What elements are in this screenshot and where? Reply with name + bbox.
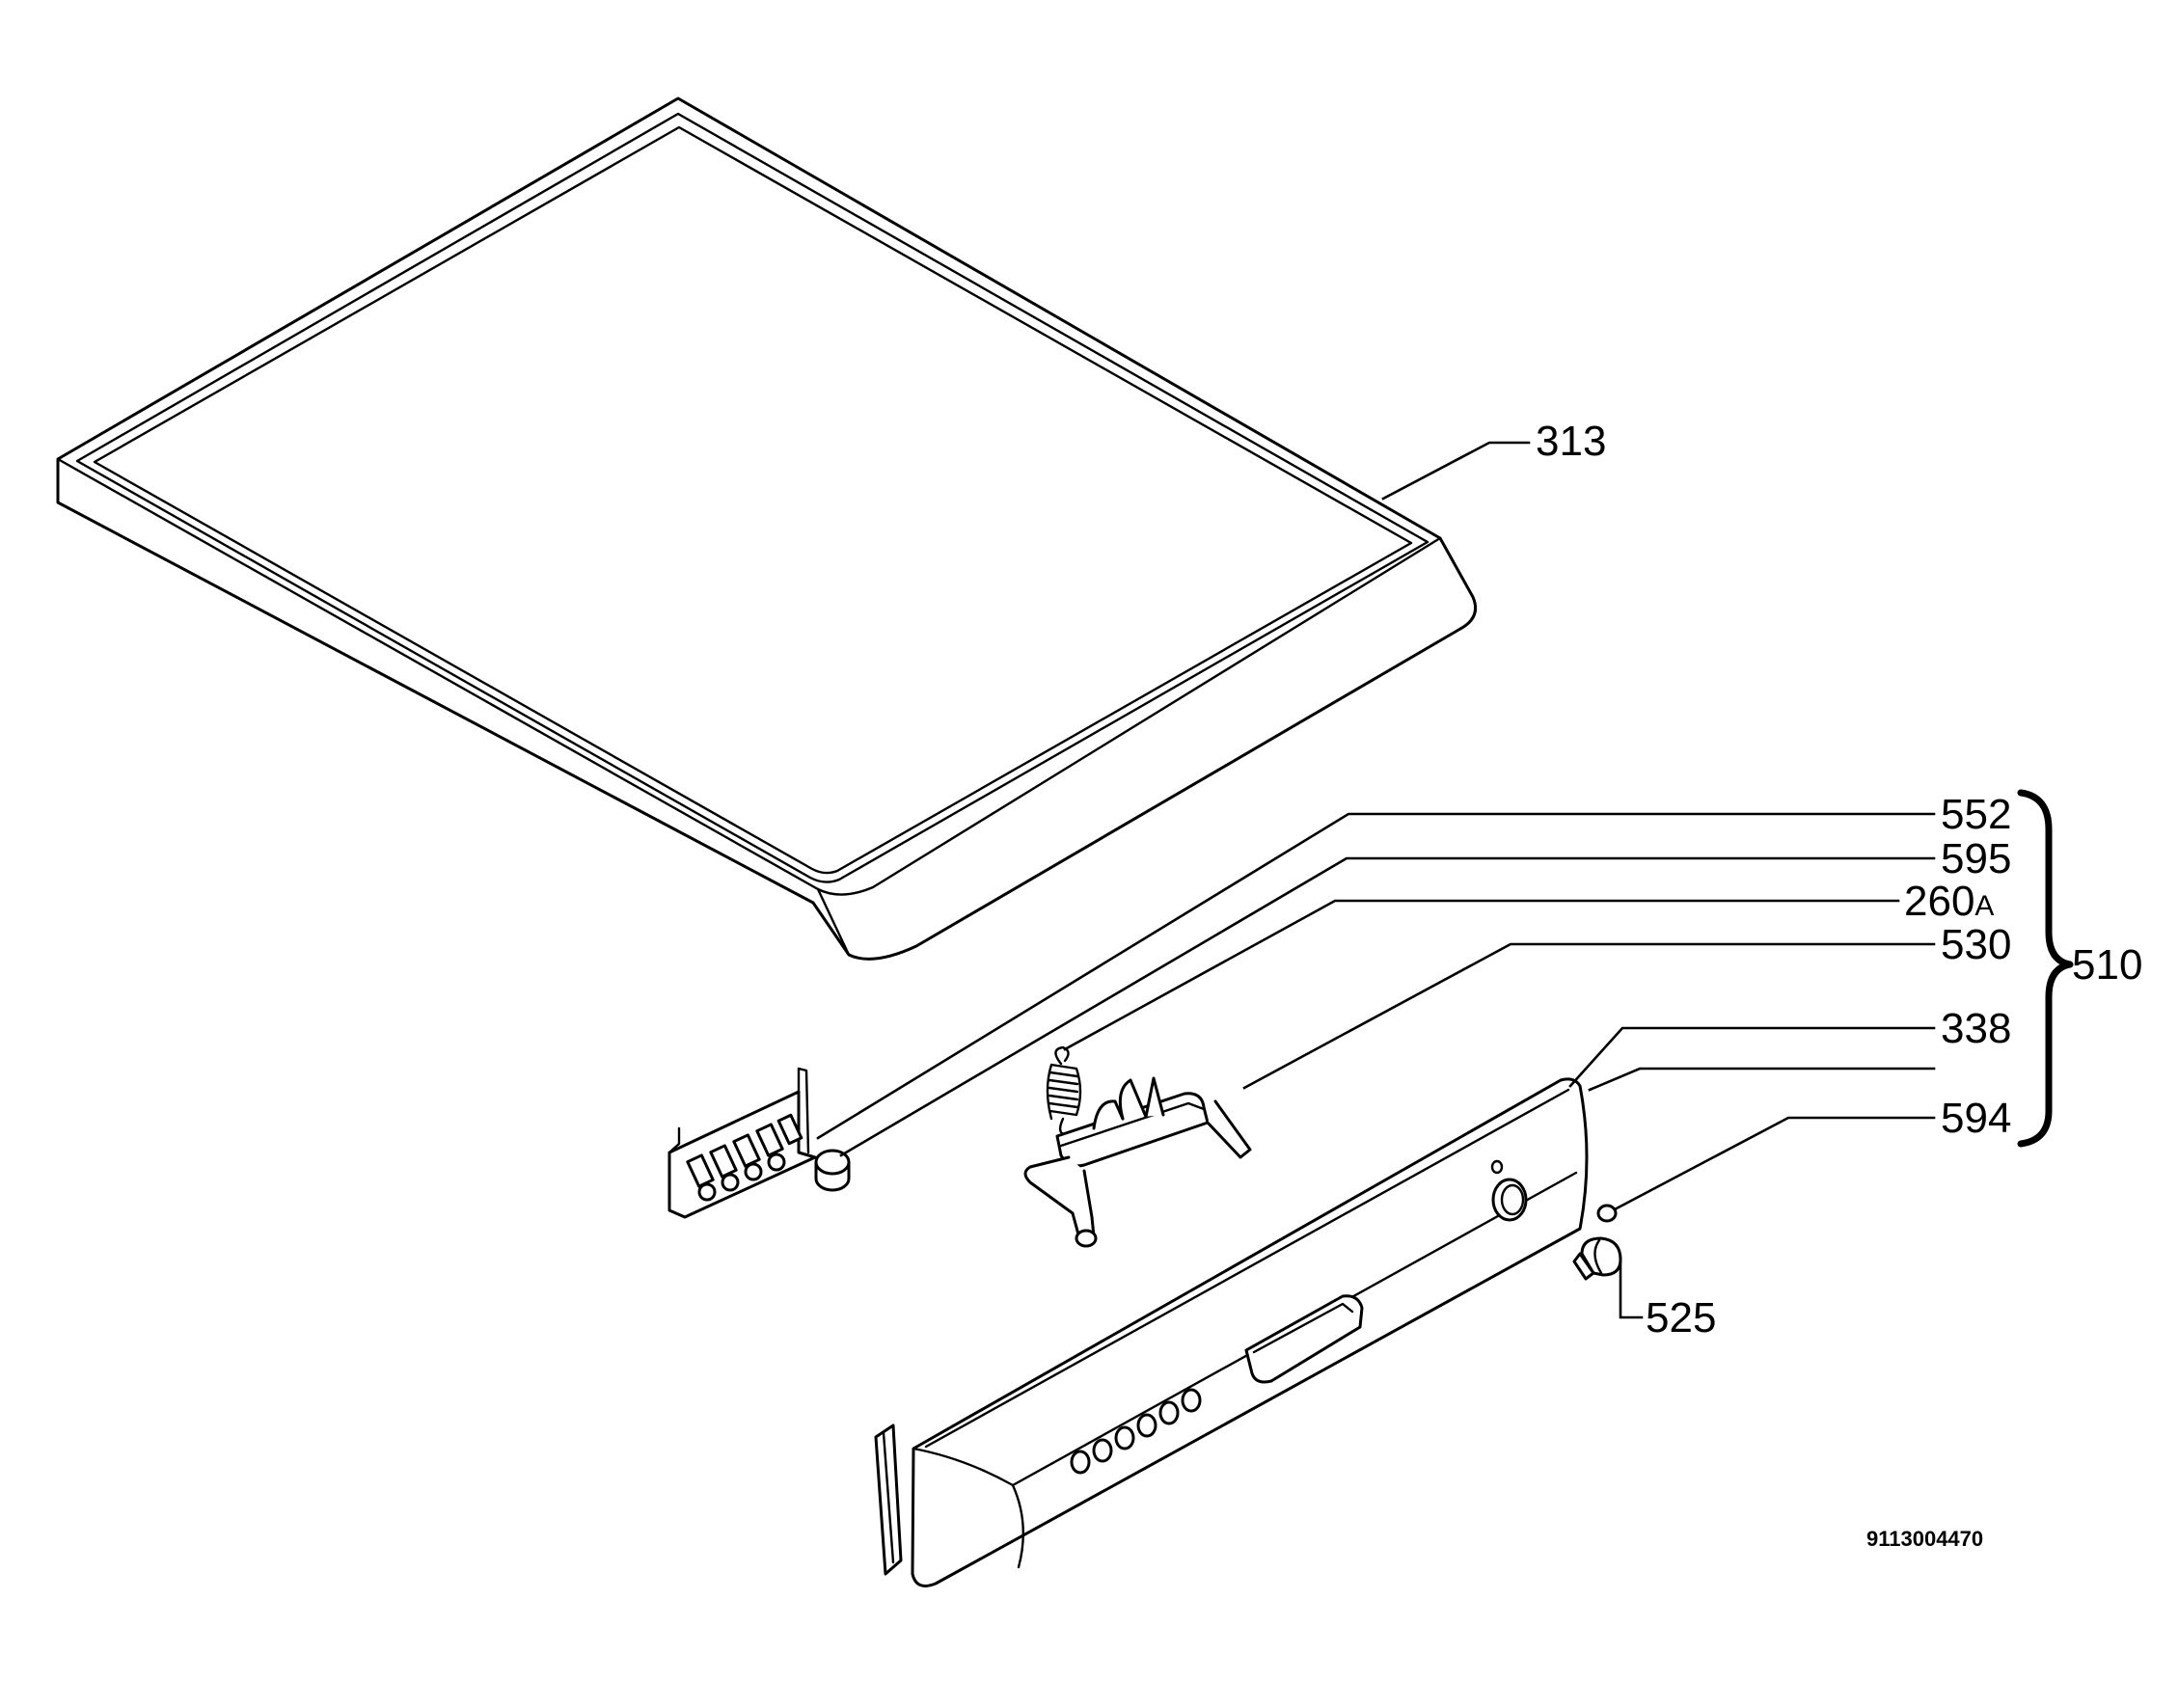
leader-lines [816,441,1936,1319]
callout-525: 525 [1646,1294,1716,1342]
leader-530 [1242,942,1936,1090]
lens-594 [1596,1204,1618,1223]
leader-594 [1613,1116,1936,1211]
leader-525 [1619,1256,1644,1319]
callout-595: 595 [1941,835,2011,882]
handle-bar-top [1059,1101,1206,1148]
lid-front-edge [56,457,851,957]
panel-knob-socket [1491,1178,1528,1222]
leader-338-left [1568,1026,1936,1088]
handle-roller [1075,1229,1098,1248]
panel-front [911,1077,1589,1587]
leader-313 [1381,441,1531,501]
board-edge [667,1126,687,1219]
leader-338-right [1588,1067,1936,1092]
panel-buttons [1070,1388,1202,1475]
handle-fork [1118,1076,1165,1121]
lid-bevel-line [816,536,1475,957]
panel-display-inner [1252,1302,1354,1354]
panel-ridge [924,1088,1570,1449]
spring-coil [1046,1063,1082,1121]
leader-552 [816,812,1936,1140]
panel-indicator-light [1490,1159,1504,1175]
handle-right-leg [1206,1099,1252,1159]
handle-lever [1023,1155,1096,1238]
callout-338: 338 [1941,1005,2011,1052]
board-tab [797,1067,810,1154]
lid-outer [56,96,1478,961]
callout-510: 510 [2072,941,2142,989]
callout-labels: 313 552 595 260A 530 510 338 594 525 [1536,418,2142,1342]
handle-fork-back [1092,1099,1125,1130]
callout-552: 552 [1941,791,2011,838]
panel-display-window [1244,1294,1364,1384]
switch-525 [1572,1236,1622,1281]
leader-260a [1063,899,1900,1051]
cap-595 [814,1149,851,1192]
callout-260a: 260A [1904,878,1994,925]
panel-top-edge [912,1171,1578,1569]
callout-594: 594 [1941,1095,2011,1142]
callout-313: 313 [1536,418,1606,465]
panel-knob-socket-inner [1500,1183,1525,1216]
control-board-552 [667,1067,817,1219]
spring-hook-top [1054,1045,1070,1066]
lid-rim-outer [75,112,1429,883]
callout-530: 530 [1941,921,2011,968]
lid-313 [56,96,1478,961]
door-handle-530 [1023,1076,1252,1248]
board-components [686,1113,803,1202]
drawing-number: 9113004470 [1866,1527,1983,1551]
callout-260-suffix: A [1974,890,1994,922]
callout-260-number: 260 [1904,878,1974,925]
lid-rim-inner [93,125,1413,875]
control-panel-338 [911,1077,1589,1587]
group-510-brace [2017,789,2074,1148]
leader-595 [839,856,1936,1157]
spring-260a [1046,1045,1082,1136]
panel-end-cap [874,1423,903,1576]
